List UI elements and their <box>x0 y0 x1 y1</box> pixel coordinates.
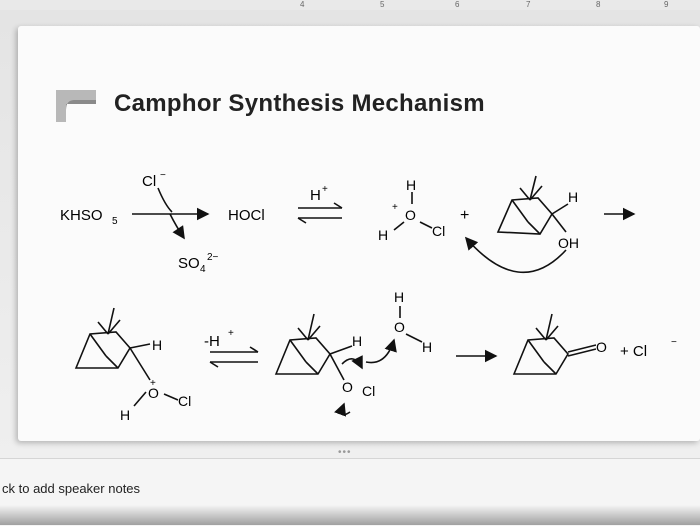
svg-text:Cl: Cl <box>178 393 191 409</box>
svg-text:+: + <box>392 202 398 213</box>
ruler-tick: 9 <box>664 0 669 9</box>
ketone-oxygen: O <box>596 339 607 355</box>
hocl-label[interactable]: HOCl <box>228 207 265 224</box>
svg-text:O: O <box>394 319 405 335</box>
ruler-tick: 5 <box>380 0 385 9</box>
svg-text:−: − <box>160 170 166 181</box>
svg-text:H: H <box>568 189 578 205</box>
svg-text:Cl: Cl <box>362 383 375 399</box>
svg-text:H: H <box>378 227 388 243</box>
ruler-tick: 7 <box>526 0 531 9</box>
svg-text:H: H <box>394 289 404 305</box>
svg-text:−: − <box>671 337 677 348</box>
svg-text:O: O <box>342 379 353 395</box>
so4-out-arrow <box>169 213 185 240</box>
resize-handle[interactable]: ••• <box>338 447 352 458</box>
svg-text:H: H <box>152 337 162 353</box>
svg-text:O: O <box>405 207 416 223</box>
khso5-label[interactable]: KHSO <box>60 207 103 224</box>
svg-text:+: + <box>150 378 156 389</box>
svg-text:Cl: Cl <box>432 223 445 239</box>
title-decoration-icon <box>56 90 96 122</box>
bottom-shadow <box>0 505 700 525</box>
slide-title[interactable]: Camphor Synthesis Mechanism <box>114 90 485 117</box>
chloride-product[interactable]: + Cl <box>620 343 647 360</box>
curved-arrow-attack <box>464 236 567 274</box>
ruler-tick: 4 <box>300 0 305 9</box>
speaker-notes-placeholder[interactable]: ck to add speaker notes <box>2 481 141 496</box>
svg-text:H: H <box>422 339 432 355</box>
proton-plus: + <box>322 184 328 195</box>
proton-label[interactable]: H <box>310 187 321 204</box>
chloride-label[interactable]: Cl <box>142 173 156 190</box>
sulfate-subscript: 4 <box>200 264 206 275</box>
slide-canvas[interactable] <box>18 26 700 441</box>
deprotonation-plus: + <box>228 328 234 339</box>
bicyclic-ring-3 <box>274 337 331 375</box>
sulfate-label[interactable]: SO <box>178 255 200 272</box>
svg-text:H: H <box>120 407 130 423</box>
speaker-notes-pane[interactable]: ck to add speaker notes <box>0 458 700 526</box>
svg-text:O: O <box>148 385 159 401</box>
hydroxyl-label: OH <box>558 235 579 251</box>
khso5-subscript: 5 <box>112 216 118 227</box>
plus-sign: + <box>460 207 469 224</box>
ruler-tick: 6 <box>455 0 460 9</box>
bicyclic-ring-2 <box>74 331 131 369</box>
camphor-ring <box>512 337 569 375</box>
sulfate-charge: 2− <box>207 252 219 263</box>
deprotonation-label[interactable]: -H <box>204 333 220 350</box>
svg-text:H: H <box>352 333 362 349</box>
svg-text:H: H <box>406 177 416 193</box>
ruler-tick: 8 <box>596 0 601 9</box>
bicyclic-ring-1 <box>496 197 553 235</box>
cl-in-curve <box>157 187 173 213</box>
